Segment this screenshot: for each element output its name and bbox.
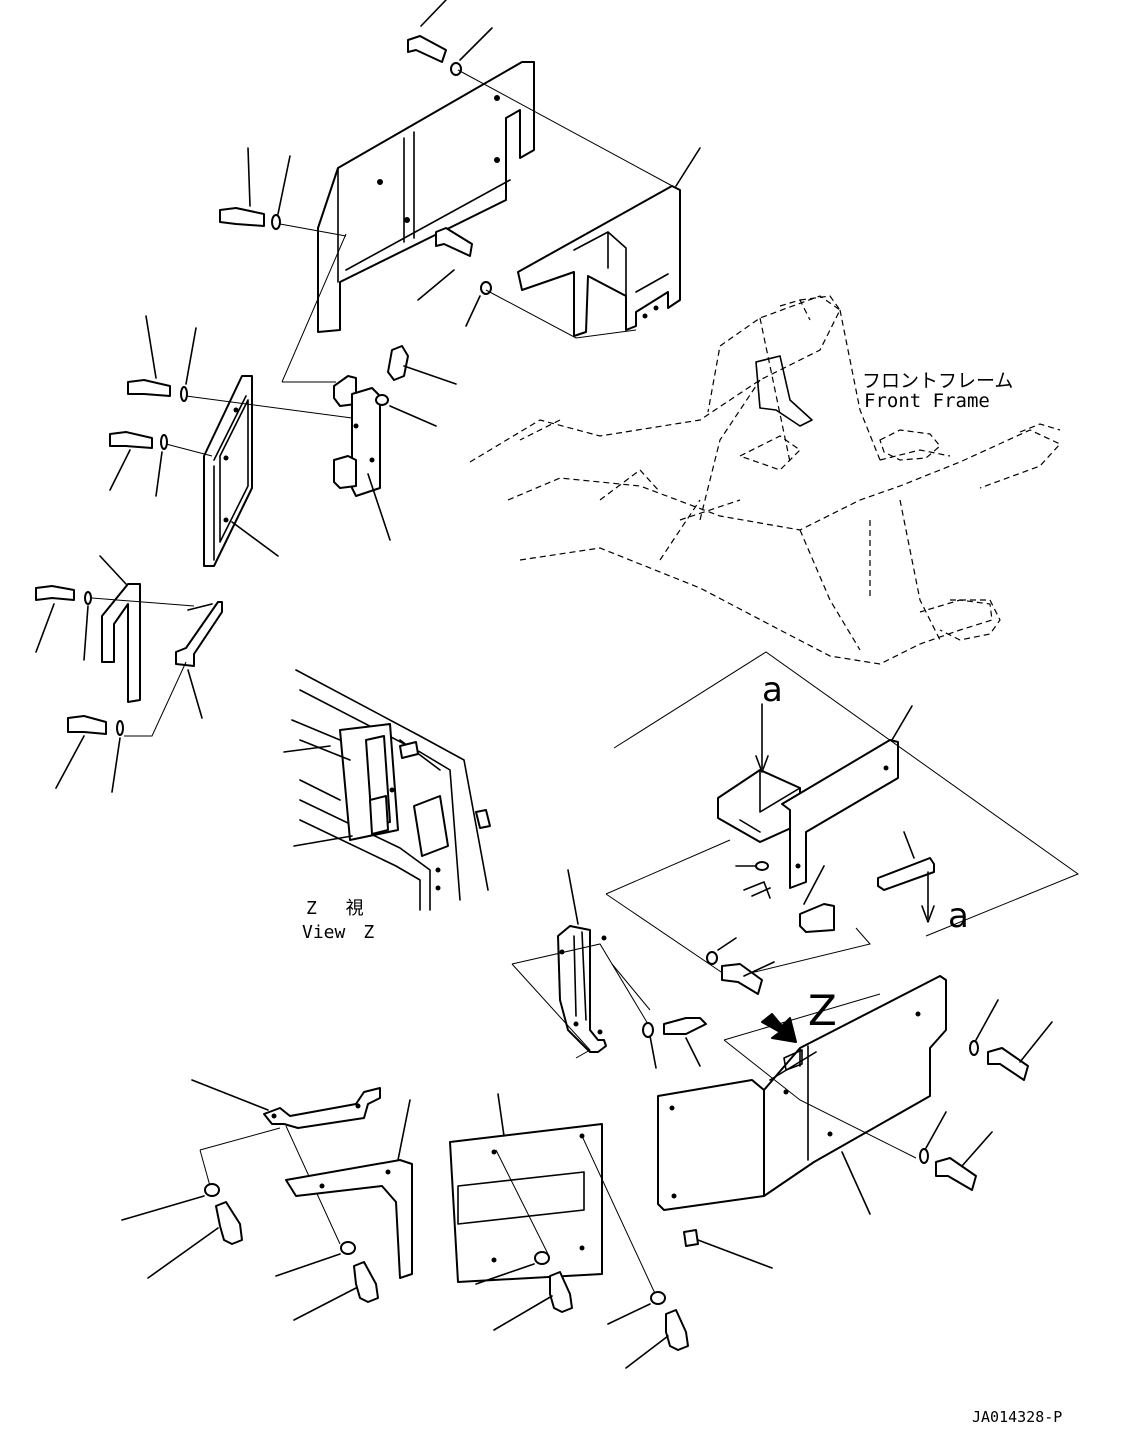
washer-left-upper xyxy=(271,214,281,230)
marker-a-right: a xyxy=(948,896,969,936)
bracket-vertical-mid xyxy=(557,925,607,1053)
stay-bracket-right xyxy=(799,857,935,933)
stay-bracket-lower xyxy=(263,1087,381,1129)
washer-a xyxy=(755,861,769,871)
split-pin xyxy=(743,881,771,899)
fender-frame-upper xyxy=(317,61,535,333)
washer-bottom-3 xyxy=(534,1251,550,1265)
marker-z: Z xyxy=(808,986,837,1035)
washer-top xyxy=(450,62,462,76)
washer-mid-2 xyxy=(642,1022,654,1038)
bolt-bottom-3 xyxy=(493,1271,573,1331)
bolt-mid-1 xyxy=(721,961,775,995)
bolt-top xyxy=(407,0,447,63)
bolt-stay-2 xyxy=(55,715,107,789)
bolt-bottom-4 xyxy=(625,1309,689,1369)
view-z-arrow xyxy=(761,1013,797,1043)
support-bracket-upper xyxy=(517,185,681,337)
bolt-plate-2 xyxy=(109,431,153,491)
front-frame-label-jp: フロントフレーム xyxy=(862,370,1014,392)
cover-plate-left xyxy=(203,375,253,567)
plug-cover xyxy=(683,1229,773,1269)
washer-plate-2 xyxy=(160,434,168,450)
bolt-mid-2 xyxy=(663,1017,707,1067)
view-z-label-jp: Z 視 xyxy=(306,898,364,919)
hinge-assembly xyxy=(333,375,381,497)
washer-stay-2 xyxy=(116,720,124,736)
bolt-mid-upper xyxy=(435,227,473,257)
washer-bottom-1 xyxy=(204,1183,220,1197)
view-z-detail xyxy=(295,669,491,911)
clip-small-left xyxy=(175,601,223,667)
bolt-stay-1 xyxy=(35,585,75,653)
drawing-code: JA014328-P xyxy=(972,1408,1063,1426)
bolt-left-upper xyxy=(219,147,265,227)
bolt-right-1 xyxy=(987,1021,1053,1081)
washer-bottom-4 xyxy=(650,1291,666,1305)
bracket-l-shape xyxy=(285,1159,413,1279)
marker-a-top: a xyxy=(762,670,783,710)
view-z-label-en: View Z xyxy=(302,922,375,943)
washer-mid-1 xyxy=(706,951,718,965)
washer-plate-1 xyxy=(180,386,188,402)
front-frame-label-en: Front Frame xyxy=(864,390,990,412)
washer-stay-1 xyxy=(84,591,92,605)
bolt-right-2 xyxy=(935,1131,993,1191)
washer-right-1 xyxy=(969,1040,979,1056)
stay-bar-left xyxy=(101,583,141,703)
cover-panel-lower xyxy=(449,1123,603,1283)
front-frame xyxy=(469,295,1061,665)
bolt-bottom-1 xyxy=(147,1201,243,1279)
bolt-bottom-2 xyxy=(293,1261,379,1321)
bolt-plate-1 xyxy=(127,315,171,397)
support-bracket-a xyxy=(717,739,899,889)
washer-hinge xyxy=(375,394,389,406)
washer-right-2 xyxy=(919,1148,929,1164)
washer-bottom-2 xyxy=(340,1241,356,1255)
fender-cover-lower xyxy=(657,975,947,1211)
bolt-hinge xyxy=(387,345,409,381)
